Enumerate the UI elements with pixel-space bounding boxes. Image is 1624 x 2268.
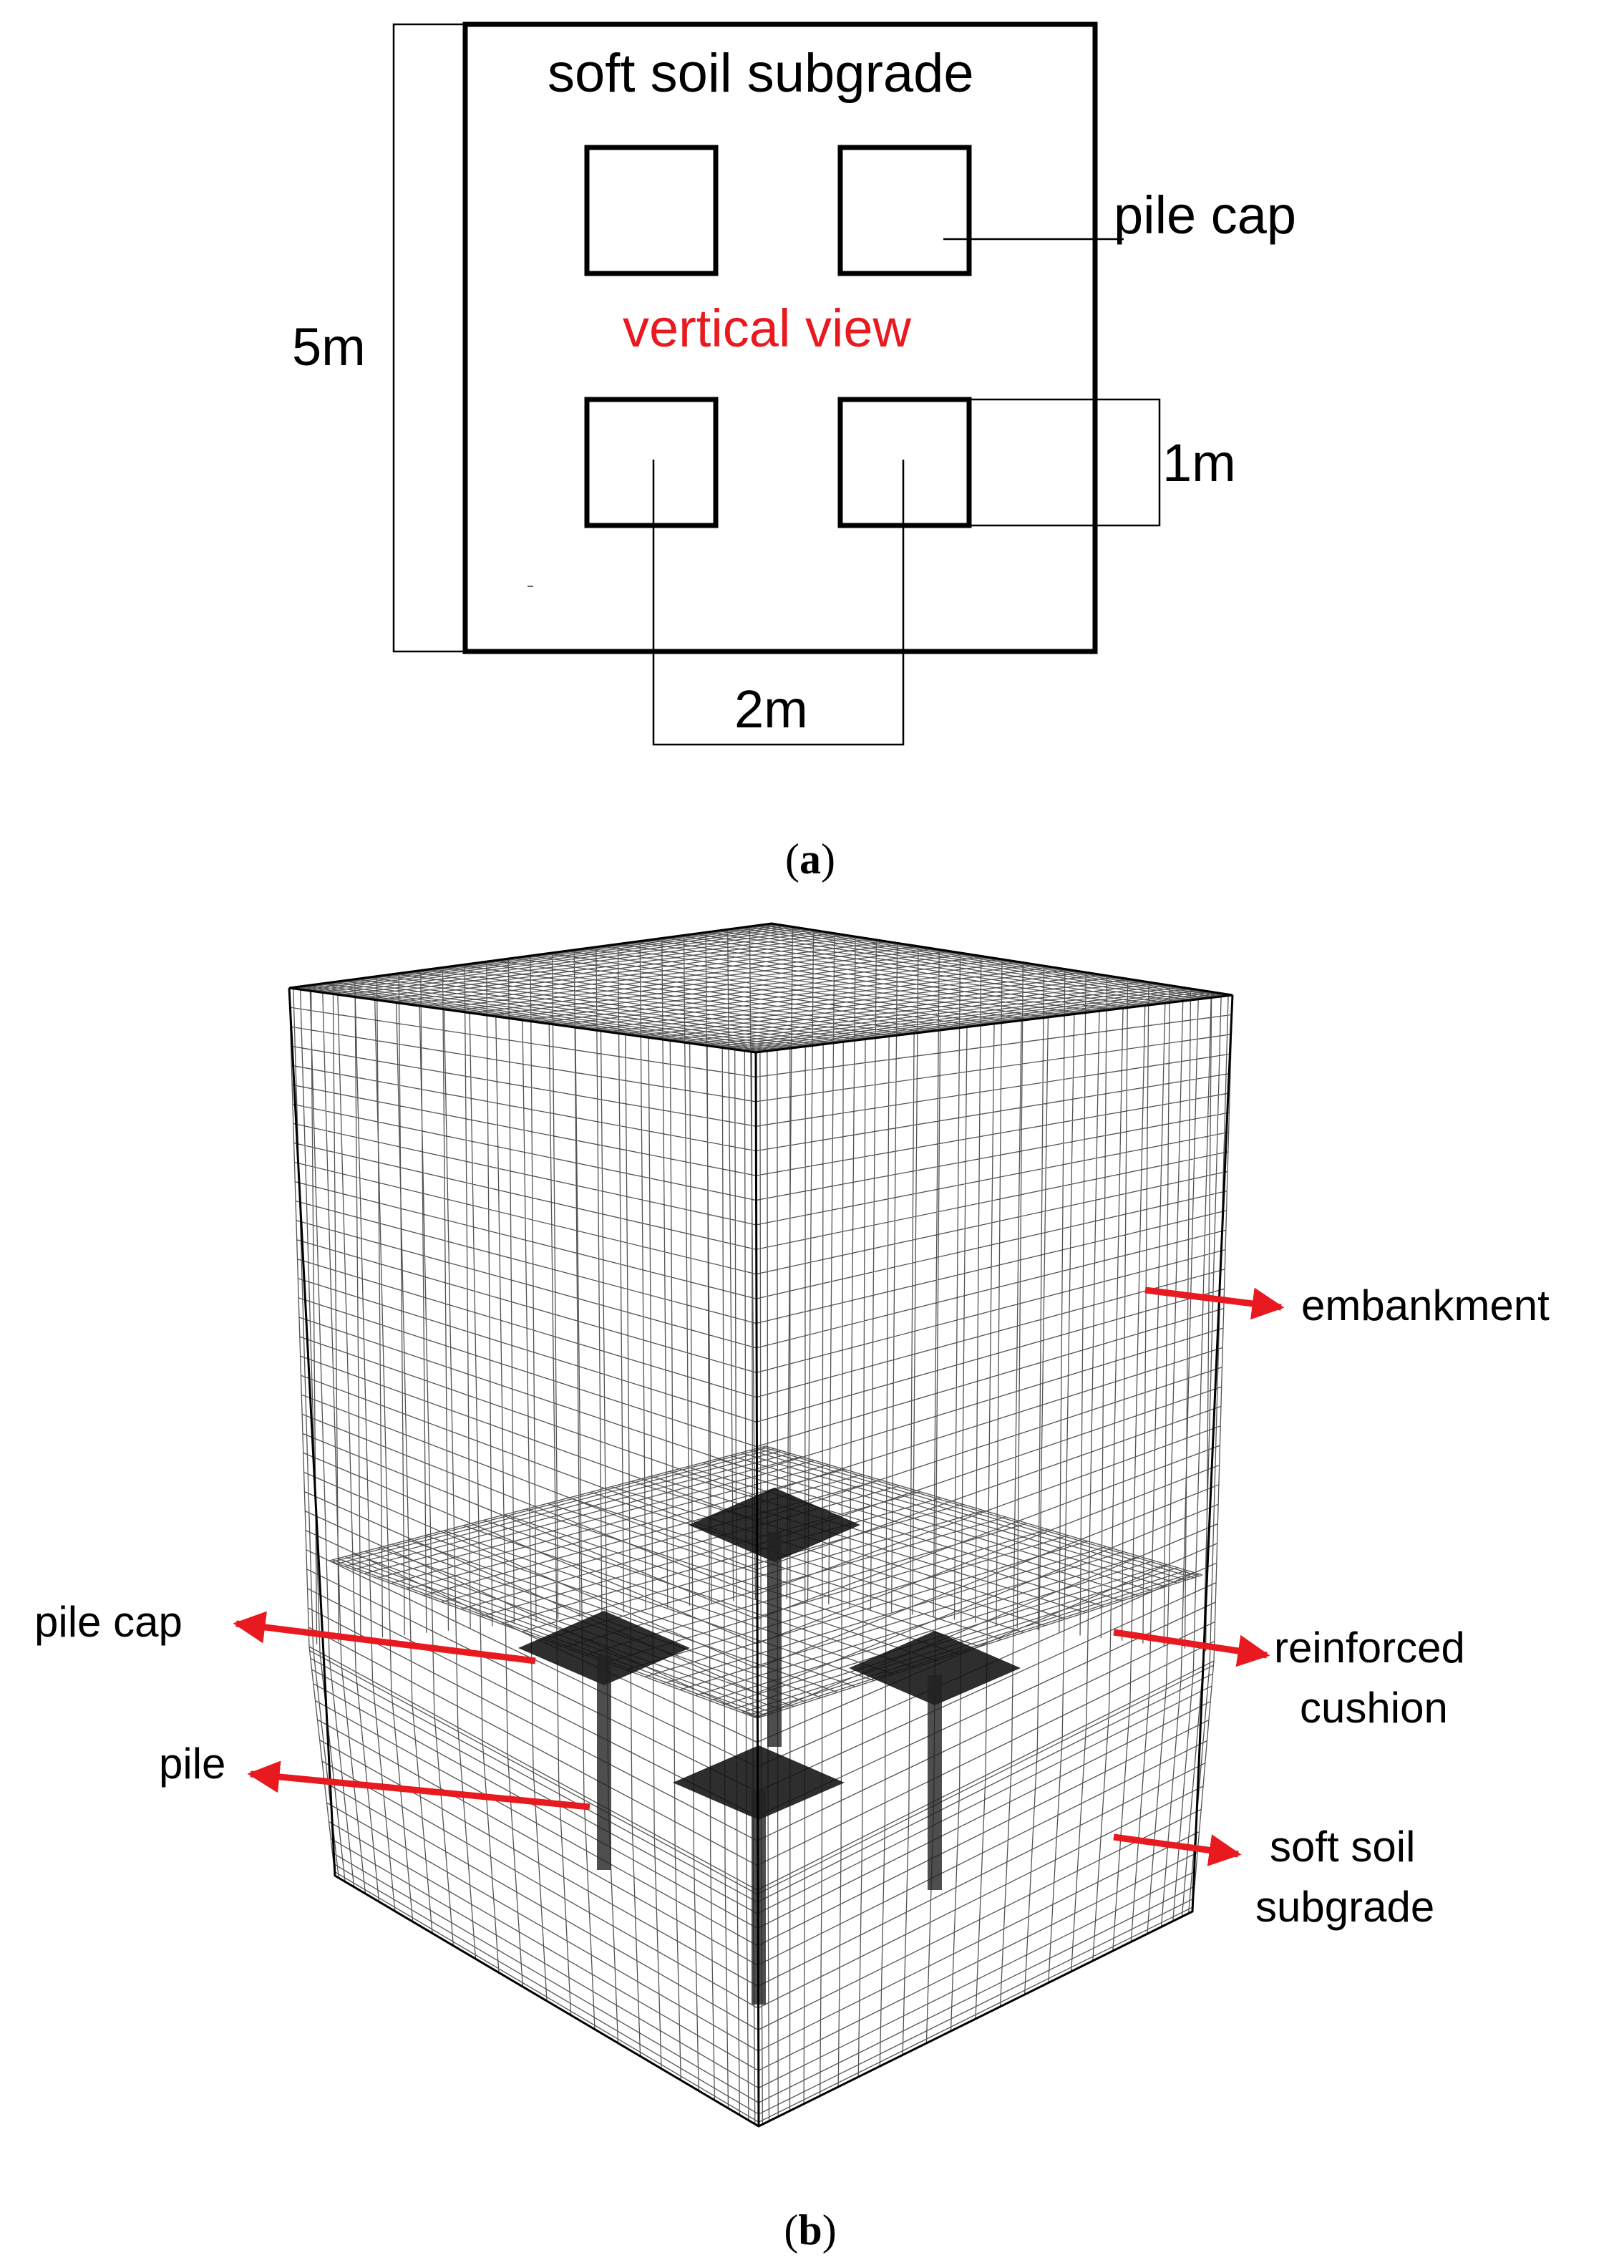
dimension-1m-label: 1m bbox=[1162, 433, 1236, 493]
pile-cap-bottom-right bbox=[837, 397, 972, 528]
pile-cap-bottom-left bbox=[584, 397, 719, 528]
caption-b: (b) bbox=[784, 2206, 836, 2254]
pile-cap-label-a: pile cap bbox=[1114, 185, 1296, 245]
cushion-label: cushion bbox=[1300, 1684, 1448, 1732]
pile-shaft-right bbox=[928, 1675, 942, 1890]
finite-element-mesh bbox=[288, 922, 1234, 2128]
embankment-arrow bbox=[1144, 1286, 1285, 1320]
pile-cap-back bbox=[689, 1488, 860, 1562]
pile-cap-right bbox=[849, 1631, 1021, 1705]
soft-soil-subgrade-arrow bbox=[1113, 1833, 1242, 1866]
subgrade-boundary bbox=[462, 21, 1098, 654]
caption-a: (a) bbox=[785, 835, 835, 883]
dimension-line-5m bbox=[392, 23, 465, 653]
pile-shaft-back bbox=[767, 1532, 782, 1747]
panel-a-vertical-view: soft soil subgrade vertical view pile ca… bbox=[292, 21, 1296, 883]
pile-cap-top-right bbox=[837, 145, 972, 276]
pile-cap-left bbox=[518, 1611, 690, 1685]
dimension-5m-label: 5m bbox=[292, 317, 366, 377]
dimension-line-2m bbox=[652, 460, 905, 746]
dimension-line-1m bbox=[969, 398, 1161, 527]
pile-cap-top-left bbox=[584, 145, 719, 276]
soft-soil-subgrade-title: soft soil subgrade bbox=[548, 43, 974, 104]
dimension-2m-label: 2m bbox=[734, 679, 808, 739]
pile-cap-label-b: pile cap bbox=[34, 1598, 183, 1646]
soft-soil-label: soft soil bbox=[1270, 1823, 1415, 1871]
reinforced-label: reinforced bbox=[1274, 1624, 1465, 1672]
pile-cap-arrow bbox=[233, 1611, 536, 1664]
panel-b-mesh-model: embankment reinforced cushion soft soil … bbox=[34, 922, 1550, 2254]
reinforced-cushion-arrow bbox=[1113, 1629, 1270, 1667]
pile-shaft-left bbox=[597, 1655, 611, 1870]
subgrade-label: subgrade bbox=[1255, 1883, 1434, 1931]
embankment-label: embankment bbox=[1301, 1281, 1550, 1329]
vertical-view-label: vertical view bbox=[623, 299, 912, 358]
mesh-outline bbox=[288, 922, 1234, 2128]
pile-arrow bbox=[247, 1760, 590, 1811]
pile-label: pile bbox=[159, 1740, 225, 1788]
